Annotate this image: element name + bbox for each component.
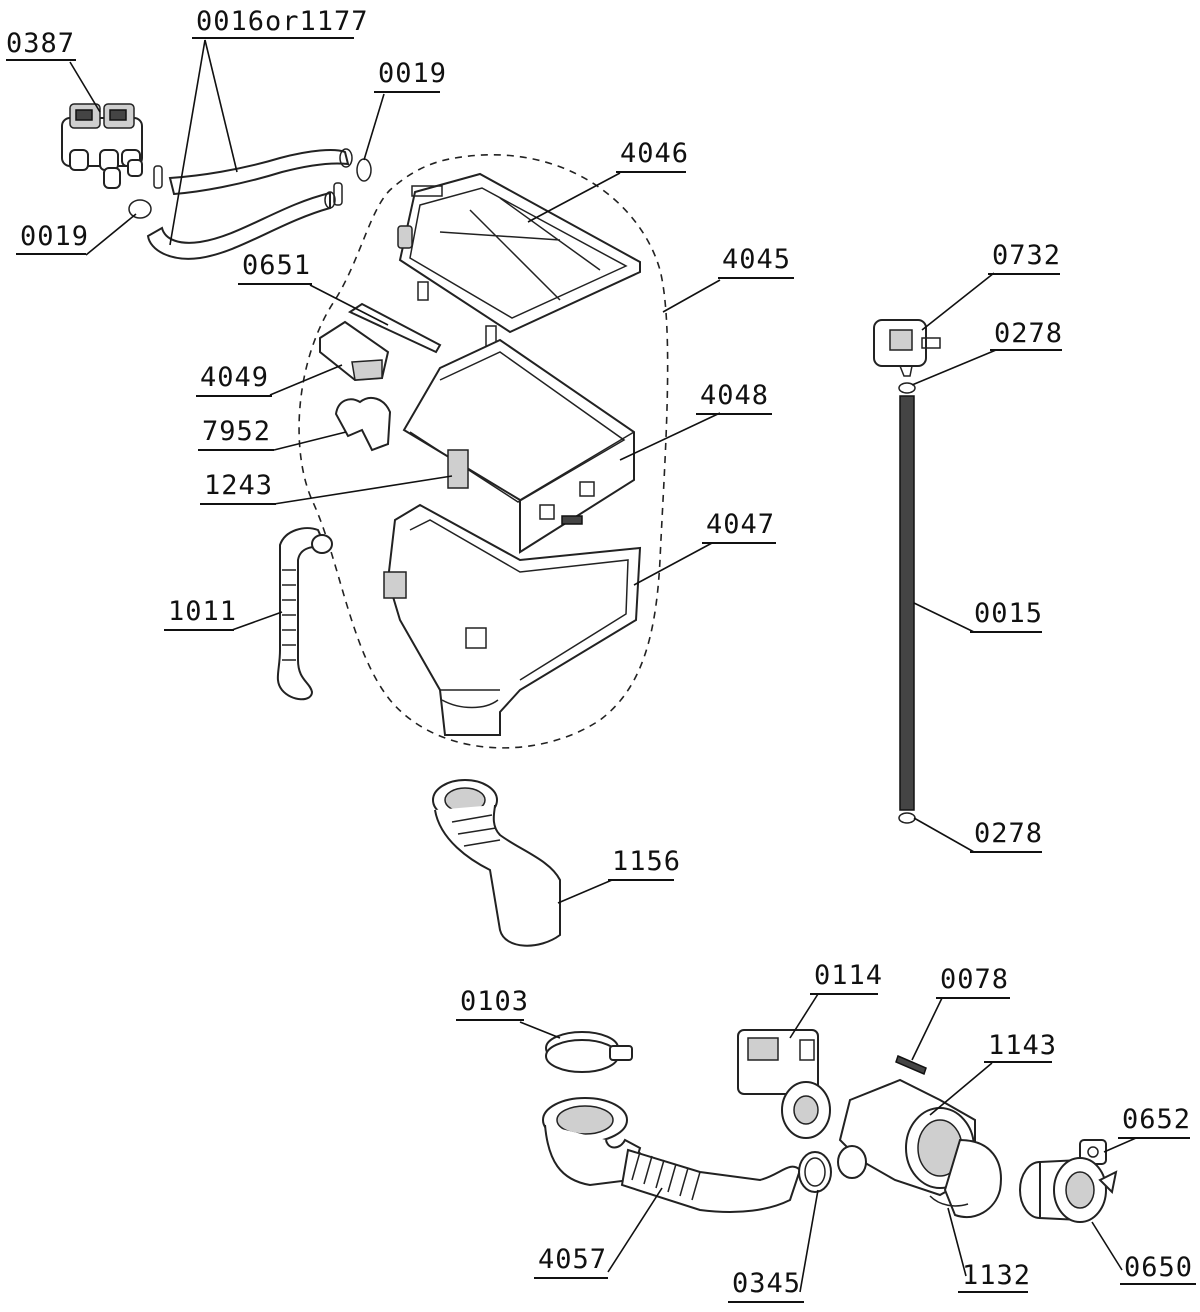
label-0278-top: 0278 <box>994 318 1063 349</box>
part-4045-dispenser-assembly-outline <box>298 153 669 749</box>
label-4045: 4045 <box>722 244 791 275</box>
label-0015: 0015 <box>974 598 1043 629</box>
label-1132: 1132 <box>962 1260 1031 1291</box>
label-4049: 4049 <box>200 362 269 393</box>
part-0015-pressure-tube <box>898 382 916 824</box>
label-4048: 4048 <box>700 380 769 411</box>
label-1011: 1011 <box>168 596 237 627</box>
label-0652: 0652 <box>1122 1104 1191 1135</box>
part-0651-rod <box>347 302 442 354</box>
part-0078-screw <box>895 1054 927 1076</box>
label-0387: 0387 <box>6 28 75 59</box>
part-1011-corrugated-hose <box>276 527 333 701</box>
label-0019-top: 0019 <box>378 58 447 89</box>
part-4046-dispenser-top <box>397 172 641 349</box>
label-1143: 1143 <box>988 1030 1057 1061</box>
part-4048-drawer-housing <box>402 338 635 554</box>
part-1132-seal <box>929 1138 1002 1218</box>
part-4049-siphon-cap <box>319 320 390 382</box>
part-0345-ring <box>798 1151 832 1193</box>
label-0103: 0103 <box>460 986 529 1017</box>
part-0103-clamp <box>545 1031 633 1073</box>
part-0016or1177-hoses <box>146 148 353 260</box>
label-0732: 0732 <box>992 240 1061 271</box>
label-0278-bottom: 0278 <box>974 818 1043 849</box>
label-0114: 0114 <box>814 960 883 991</box>
label-0651: 0651 <box>242 250 311 281</box>
part-0732-pressure-switch <box>873 319 941 377</box>
label-0016or1177: 0016or1177 <box>196 6 369 37</box>
part-0387-inlet-valve <box>61 103 143 189</box>
label-0078: 0078 <box>940 964 1009 995</box>
label-0019-left: 0019 <box>20 221 89 252</box>
part-labels: 0387 0016or1177 0019 0019 4046 4045 0651… <box>6 6 1196 1303</box>
part-7952-clip <box>334 396 392 452</box>
label-0345: 0345 <box>732 1268 801 1299</box>
part-4047-dispenser-box <box>383 503 642 736</box>
part-1143-pump-housing <box>837 1078 976 1197</box>
label-1156: 1156 <box>612 846 681 877</box>
label-4057: 4057 <box>538 1244 607 1275</box>
label-4046: 4046 <box>620 138 689 169</box>
label-1243: 1243 <box>204 470 273 501</box>
part-4057-sump-hose <box>542 1097 802 1213</box>
leader-lines <box>69 39 1137 1293</box>
part-0650-pump-filter <box>1019 1157 1118 1223</box>
label-7952: 7952 <box>202 416 271 447</box>
label-0650: 0650 <box>1124 1252 1193 1283</box>
part-0114-drain-pump <box>737 1029 831 1139</box>
part-1156-sump-hose <box>432 779 561 947</box>
label-4047: 4047 <box>706 509 775 540</box>
